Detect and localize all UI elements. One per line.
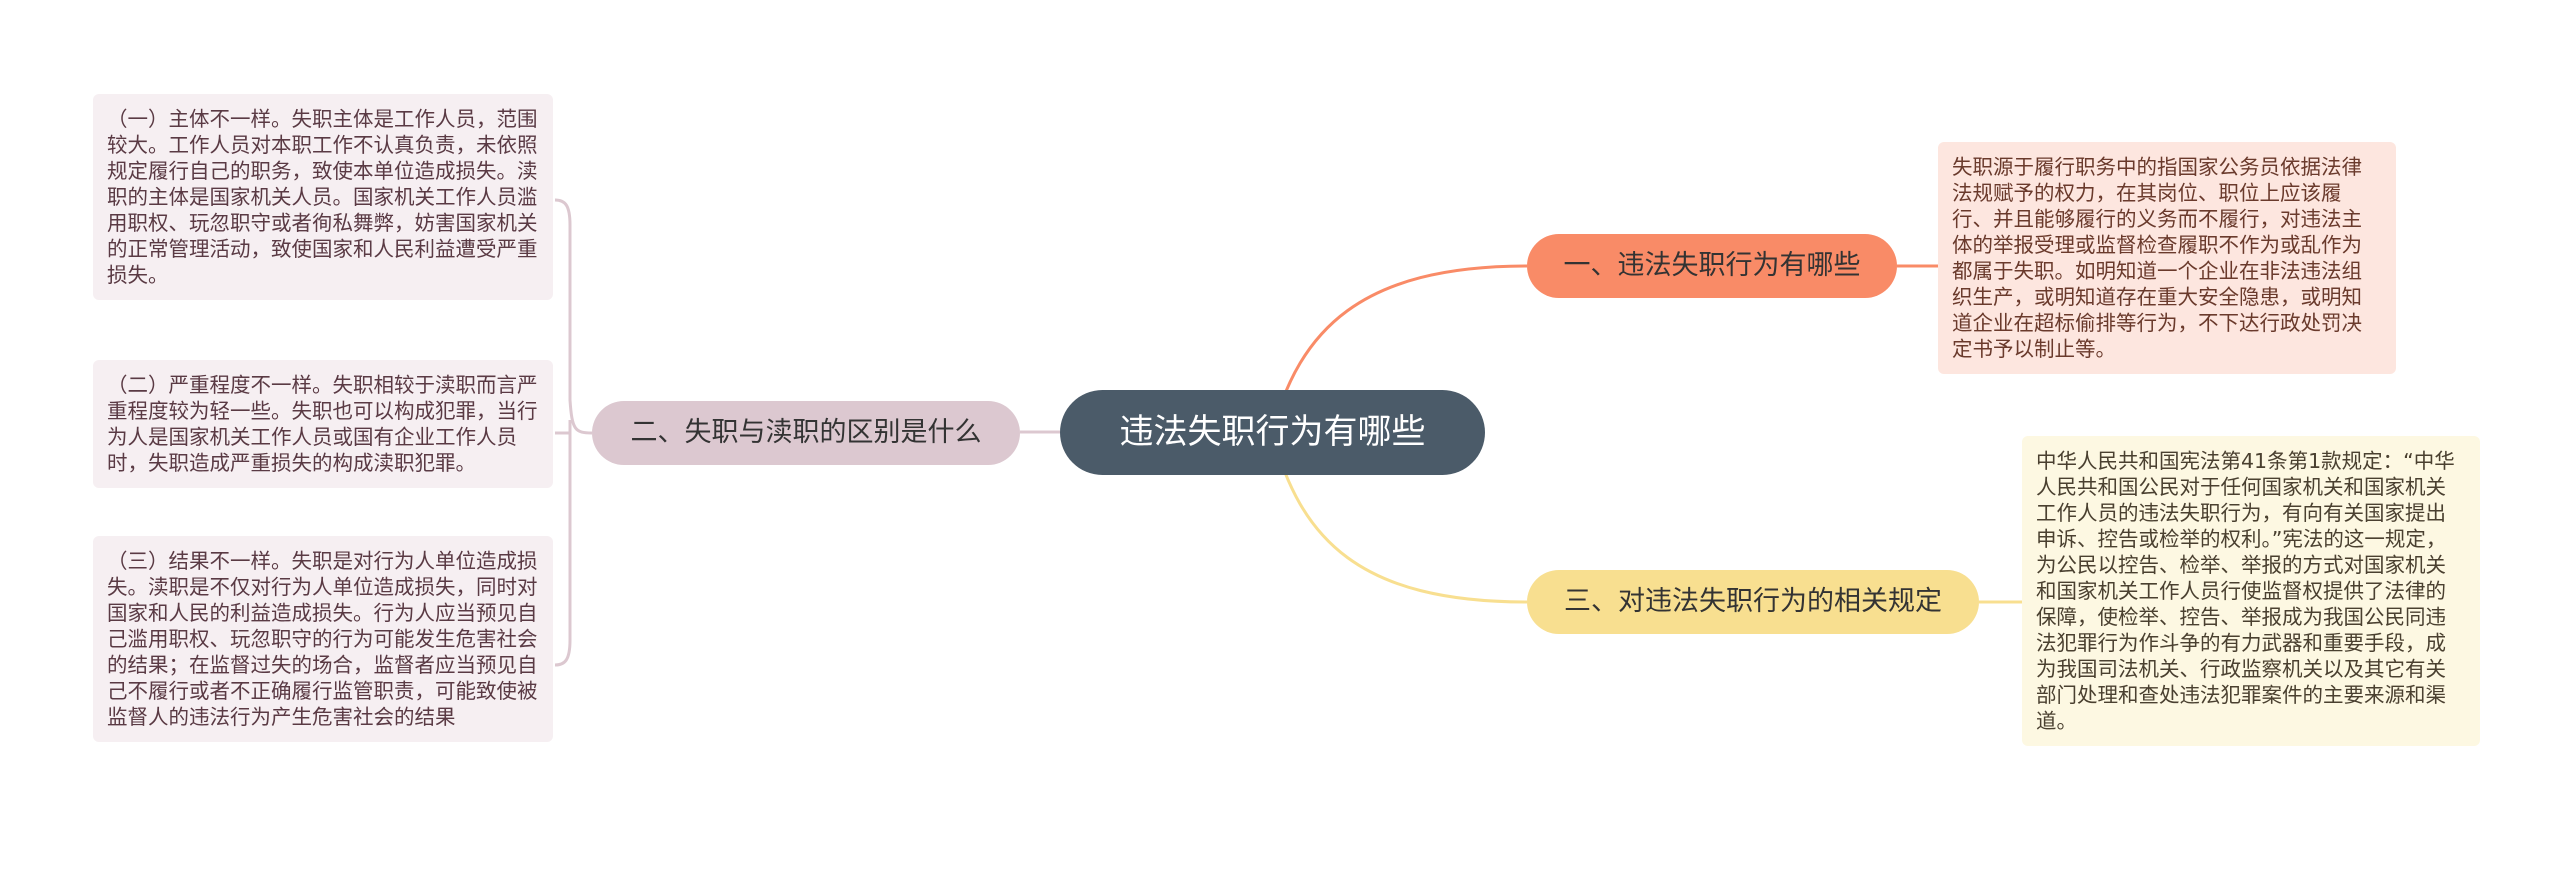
branch-2-leaf-2[interactable]: （二）严重程度不一样。失职相较于渎职而言严重程度较为轻一些。失职也可以构成犯罪，… <box>93 360 553 488</box>
branch-1-label: 一、违法失职行为有哪些 <box>1563 250 1861 281</box>
branch-2-label: 二、失职与渎职的区别是什么 <box>630 417 982 448</box>
branch-2-leaf-3[interactable]: （三）结果不一样。失职是对行为人单位造成损失。渎职是不仅对行为人单位造成损失，同… <box>93 536 553 742</box>
branch-3-label: 三、对违法失职行为的相关规定 <box>1564 586 1942 617</box>
branch-1-leaf-1[interactable]: 失职源于履行职务中的指国家公务员依据法律法规赋予的权力，在其岗位、职位上应该履行… <box>1938 142 2396 374</box>
branch-3-leaf-1[interactable]: 中华人民共和国宪法第41条第1款规定：“中华人民共和国公民对于任何国家机关和国家… <box>2022 436 2480 746</box>
branch-3-topic[interactable]: 三、对违法失职行为的相关规定 <box>1527 570 1979 634</box>
branch-1-topic[interactable]: 一、违法失职行为有哪些 <box>1527 234 1897 298</box>
central-topic[interactable]: 违法失职行为有哪些 <box>1060 390 1485 475</box>
branch-2-leaf-1[interactable]: （一）主体不一样。失职主体是工作人员，范围较大。工作人员对本职工作不认真负责，未… <box>93 94 553 300</box>
bracket-branch2-leaves <box>554 198 593 667</box>
central-topic-label: 违法失职行为有哪些 <box>1119 412 1426 452</box>
branch-2-topic[interactable]: 二、失职与渎职的区别是什么 <box>592 401 1020 465</box>
